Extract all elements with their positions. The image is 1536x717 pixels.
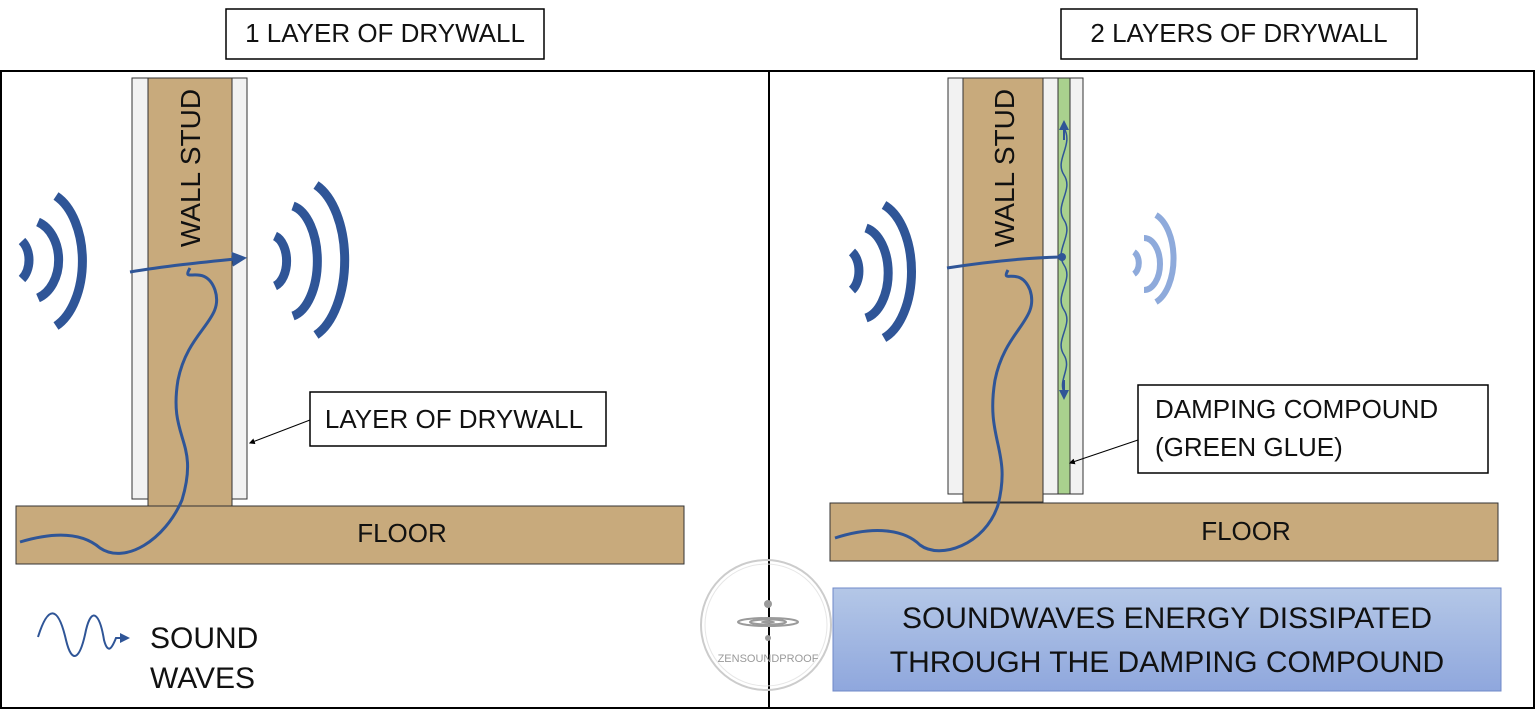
right-drywall-middle xyxy=(1042,77,1059,495)
left-stud-label: WALL STUD xyxy=(175,89,206,247)
left-title-box xyxy=(225,8,545,60)
right-panel: FLOOR WALL STUD DAMPING C xyxy=(829,77,1502,692)
right-callout-leader xyxy=(1068,439,1139,465)
right-faded-waves-icon xyxy=(1132,212,1177,305)
left-floor-label: FLOOR xyxy=(357,518,447,548)
left-sound-path xyxy=(19,267,219,555)
left-drywall-front xyxy=(231,77,248,500)
right-callout-box xyxy=(1137,384,1489,474)
right-callout-line2: (GREEN GLUE) xyxy=(1155,432,1343,462)
energy-note-line2: THROUGH THE DAMPING COMPOUND xyxy=(890,646,1444,679)
legend: SOUND WAVES xyxy=(37,612,258,695)
right-title-box xyxy=(1060,8,1418,60)
left-title: 1 LAYER OF DRYWALL xyxy=(245,18,525,48)
right-callout-line1: DAMPING COMPOUND xyxy=(1155,394,1438,424)
left-panel: FLOOR WALL STUD LAYER OF DRYWALL xyxy=(15,77,685,565)
right-vibration-wave xyxy=(1060,127,1068,393)
left-callout-leader xyxy=(248,419,311,445)
right-drywall-back xyxy=(947,77,964,495)
right-panel-frame xyxy=(768,70,1535,709)
right-floor xyxy=(829,502,1499,562)
left-panel-frame xyxy=(0,70,770,709)
right-sound-line xyxy=(946,255,1061,270)
left-floor xyxy=(15,505,685,565)
right-drywall-front xyxy=(1069,77,1084,495)
watermark-logo: ZENSOUNDPROOF xyxy=(700,559,832,691)
left-callout-text: LAYER OF DRYWALL xyxy=(325,404,583,434)
right-stud-label: WALL STUD xyxy=(989,89,1020,247)
left-outgoing-waves-icon xyxy=(272,181,350,339)
watermark-text: ZENSOUNDPROOF xyxy=(718,653,819,665)
right-title: 2 LAYERS OF DRYWALL xyxy=(1090,18,1387,48)
energy-note-box xyxy=(832,587,1502,692)
left-incoming-waves-icon xyxy=(18,192,87,330)
energy-note-line1: SOUNDWAVES ENERGY DISSIPATED xyxy=(902,602,1432,635)
right-sound-node xyxy=(1058,253,1066,261)
legend-line2: WAVES xyxy=(150,662,255,695)
left-sound-arrow xyxy=(129,251,247,274)
left-drywall-back xyxy=(131,77,149,500)
legend-line1: SOUND xyxy=(150,622,258,655)
sound-wave-arrow-icon xyxy=(37,612,130,657)
right-incoming-waves-icon xyxy=(848,201,917,342)
right-floor-label: FLOOR xyxy=(1201,516,1291,546)
right-sound-path xyxy=(834,269,1034,553)
left-wall-stud xyxy=(147,77,233,507)
left-callout-box xyxy=(309,391,607,447)
